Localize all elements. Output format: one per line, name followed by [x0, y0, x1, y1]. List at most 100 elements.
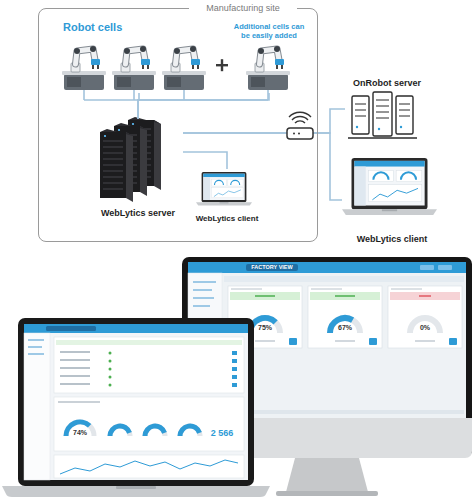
factory-dashboard-screen	[438, 265, 452, 270]
factory-dashboard-screen	[369, 338, 377, 345]
factory-dashboard-screen	[330, 318, 360, 333]
desktop-monitor	[276, 491, 378, 496]
robot-illustrations	[162, 46, 206, 90]
network-link	[183, 133, 342, 200]
cell-dashboard-screen	[109, 368, 112, 371]
cell-dashboard-screen	[60, 352, 90, 384]
server-node: WebLytics server	[93, 119, 183, 221]
gauge-value: 0%	[411, 324, 439, 331]
factory-dashboard-screen	[224, 276, 464, 282]
laptop-computer	[2, 318, 270, 497]
factory-dashboard-screen	[255, 340, 435, 342]
cell-dashboard-screen	[232, 367, 237, 371]
node-label: WebLytics server	[93, 208, 183, 218]
cell-dashboard-screen	[54, 455, 244, 478]
remote-client-laptop-icon	[342, 158, 437, 215]
factory-dashboard-screen	[228, 286, 462, 348]
robot-bus-wires	[84, 90, 268, 100]
cloud-server-icon	[356, 126, 358, 128]
remote-client-node: WebLytics client	[342, 150, 442, 250]
factory-dashboard-screen	[289, 338, 297, 345]
cell-dashboard-screen	[180, 426, 200, 436]
site-title: Manufacturing site	[189, 3, 297, 13]
additional-cell: Additional cells can be easily added	[227, 19, 311, 93]
desktop-monitor	[286, 458, 368, 492]
cell-dashboard-screen	[66, 422, 94, 436]
factory-dashboard-screen	[388, 286, 462, 348]
cloud-server-icon	[396, 96, 413, 134]
cell-dashboard-screen	[110, 426, 130, 436]
network-link	[183, 109, 345, 133]
robot-illustrations	[112, 46, 156, 90]
router-symbol	[289, 112, 311, 117]
laptop-computer	[116, 486, 156, 489]
cell-dashboard-screen	[109, 352, 112, 387]
cell-dashboard-screen	[232, 351, 237, 355]
counter-value: 2 566	[203, 429, 241, 438]
client-node: WebLytics client	[191, 169, 263, 233]
cell-dashboard-screen	[109, 384, 112, 387]
cell-dashboard-screen	[232, 375, 237, 379]
cloud-server-icon	[378, 128, 380, 130]
factory-dashboard-screen	[419, 295, 431, 296]
cell-dashboard-screen	[145, 426, 165, 436]
cloud-server-icon	[352, 96, 369, 134]
site-boundary: Manufacturing siteRobot cellsAdditional …	[38, 8, 318, 242]
laptop-computer	[24, 324, 248, 480]
router-symbol	[293, 133, 295, 135]
cell-dashboard-screen	[180, 426, 200, 436]
network-link	[138, 93, 269, 119]
cell-dashboard-screen	[109, 352, 112, 355]
network-link	[183, 152, 227, 169]
factory-dashboard-screen	[410, 318, 440, 333]
cloud-server-icon	[352, 92, 413, 136]
node-label: WebLytics client	[187, 214, 267, 223]
cell-dashboard-screen	[110, 426, 130, 436]
weblytics-server-icon	[100, 129, 133, 202]
local-client-laptop-icon	[196, 172, 252, 206]
cell-dashboard-screen	[66, 422, 200, 436]
factory-dashboard-screen	[193, 282, 216, 306]
router-symbol	[295, 121, 305, 123]
cell-dashboard-screen	[232, 359, 237, 363]
cell-dashboard-screen	[109, 360, 112, 363]
cell-dashboard-screen	[58, 401, 100, 403]
gauge-value: 74%	[66, 429, 94, 436]
factory-dashboard-screen	[390, 292, 460, 300]
robot-illustrations	[62, 46, 290, 90]
cell-dashboard-screen	[232, 383, 237, 387]
gauge-value: 75%	[251, 324, 279, 331]
cell-dashboard-screen	[54, 397, 244, 451]
plus-symbol	[216, 59, 228, 71]
group-note: Additional cells can be easily added	[233, 23, 305, 40]
cell-dashboard-screen	[60, 460, 238, 474]
cloud-server-node: OnRobot server	[345, 78, 429, 140]
factory-dashboard-screen	[449, 338, 457, 345]
node-label: WebLytics client	[342, 234, 442, 244]
screen-title: FACTORY VIEW	[246, 265, 298, 271]
local-client-laptop-icon	[196, 172, 252, 206]
group-heading: Robot cells	[63, 21, 183, 34]
cell-dashboard-screen	[24, 324, 248, 480]
factory-dashboard-screen	[224, 410, 464, 414]
factory-dashboard-screen	[250, 318, 353, 333]
robot-cell-group: Robot cells	[59, 19, 219, 93]
robot-illustrations	[62, 46, 106, 90]
factory-dashboard-screen	[250, 318, 440, 333]
cell-dashboard-screen	[28, 340, 44, 354]
cloud-server-icon	[348, 92, 417, 138]
factory-dashboard-screen	[250, 318, 280, 333]
cell-dashboard-screen	[56, 340, 242, 345]
cell-dashboard-screen	[66, 422, 200, 436]
factory-dashboard-screen	[255, 295, 355, 296]
robot-illustrations	[246, 46, 290, 90]
laptop-computer	[18, 318, 254, 486]
factory-dashboard-screen	[420, 265, 434, 270]
gauge-value: 67%	[331, 324, 359, 331]
router-symbol	[287, 112, 313, 139]
